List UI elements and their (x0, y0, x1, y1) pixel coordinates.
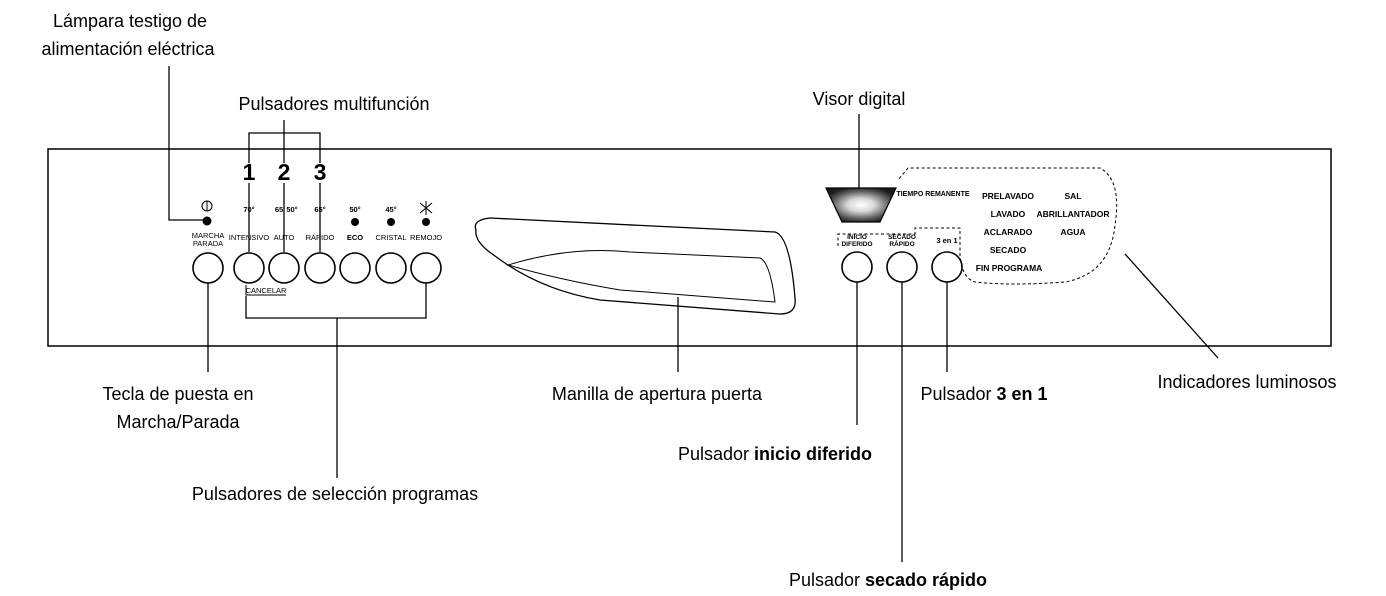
power-key-callout-line2: Marcha/Parada (116, 412, 240, 432)
temp-auto-65: 65 (275, 205, 283, 214)
power-key-callout-line1: Tecla de puesta en (102, 384, 253, 404)
delay-label-line1: INICIO (847, 234, 867, 241)
label-rapido: RÁPIDO (306, 233, 335, 242)
multifunction-number-3: 3 (314, 159, 327, 185)
led-eco (351, 218, 359, 226)
remojo-button[interactable] (410, 252, 442, 284)
label-auto: AUTO (274, 233, 295, 242)
indicator-tiempo-remanente: TIEMPO REMANENTE (896, 191, 969, 198)
indicator-abrillantador: ABRILLANTADOR (1036, 209, 1109, 219)
indicators-callout: Indicadores luminosos (1157, 372, 1336, 392)
program-select-callout: Pulsadores de selección programas (192, 484, 478, 504)
indicator-prelavado: PRELAVADO (982, 191, 1034, 201)
door-handle-callout: Manilla de apertura puerta (552, 384, 763, 404)
led-cristal (387, 218, 395, 226)
delay-callout-prefix: Pulsador (678, 444, 754, 464)
label-intensivo: INTENSIVO (229, 233, 270, 242)
quickdry-label-line1: SECADO (888, 234, 916, 241)
visor-callout: Visor digital (813, 89, 906, 109)
three-in-one-button[interactable] (931, 251, 963, 283)
indicator-secado: SECADO (990, 245, 1027, 255)
quickdry-callout-bold: secado rápido (865, 570, 987, 590)
led-remojo (422, 218, 430, 226)
cristal-button[interactable] (375, 252, 407, 284)
quickdry-callout-prefix: Pulsador (789, 570, 865, 590)
delay-label-line2: DIFERIDO (841, 241, 872, 248)
temp-eco: 50° (349, 205, 360, 214)
digital-visor (825, 187, 897, 223)
threeinone-callout-prefix: Pulsador (920, 384, 996, 404)
indicator-sal: SAL (1065, 191, 1082, 201)
power-label-line1: MARCHA (192, 231, 225, 240)
door-handle-outer (474, 217, 796, 315)
delay-callout-bold: inicio diferido (754, 444, 872, 464)
temp-intensivo: 70° (243, 205, 254, 214)
program-select-bracket (245, 283, 427, 319)
quickdry-label-line2: RÁPIDO (889, 239, 914, 248)
cancelar-frame (245, 285, 286, 296)
multifunction-number-1: 1 (243, 159, 256, 185)
snowflake-asterisk-icon (419, 201, 433, 215)
secado-rapido-button[interactable] (886, 251, 918, 283)
indicators-leader (1124, 253, 1219, 359)
eco-button[interactable] (339, 252, 371, 284)
label-cristal: CRISTAL (375, 233, 406, 242)
threeinone-callout-bold: 3 en 1 (997, 384, 1048, 404)
delay-callout: Pulsador inicio diferido (678, 444, 872, 464)
auto-button[interactable] (268, 252, 300, 284)
lamp-callout-line2: alimentación eléctrica (41, 39, 215, 59)
control-panel (47, 148, 1332, 347)
inicio-diferido-button[interactable] (841, 251, 873, 283)
power-lamp (202, 216, 212, 226)
power-label-line2: PARADA (193, 239, 223, 248)
temp-rapido: 65° (314, 205, 325, 214)
label-remojo: REMOJO (410, 233, 442, 242)
intensivo-button[interactable] (233, 252, 265, 284)
indicator-fin-programa: FIN PROGRAMA (976, 263, 1043, 273)
indicator-aclarado: ACLARADO (984, 227, 1033, 237)
temp-cristal: 45° (385, 205, 396, 214)
threeinone-callout: Pulsador 3 en 1 (920, 384, 1047, 404)
power-icon (201, 200, 213, 212)
cancelar-label: CANCELAR (246, 286, 287, 295)
threeinone-label: 3 en 1 (936, 236, 957, 245)
indicator-agua: AGUA (1060, 227, 1085, 237)
multifunction-number-2: 2 (278, 159, 291, 185)
multifunction-callout: Pulsadores multifunción (238, 94, 429, 114)
temp-auto-50: 50° (286, 205, 297, 214)
lamp-leader-line (168, 66, 207, 221)
quickdry-callout: Pulsador secado rápido (789, 570, 987, 590)
label-eco: ECO (347, 233, 363, 242)
indicator-lavado: LAVADO (991, 209, 1026, 219)
door-handle-inner (506, 250, 776, 303)
power-button[interactable] (192, 252, 224, 284)
rapido-button[interactable] (304, 252, 336, 284)
lamp-callout-line1: Lámpara testigo de (53, 11, 207, 31)
